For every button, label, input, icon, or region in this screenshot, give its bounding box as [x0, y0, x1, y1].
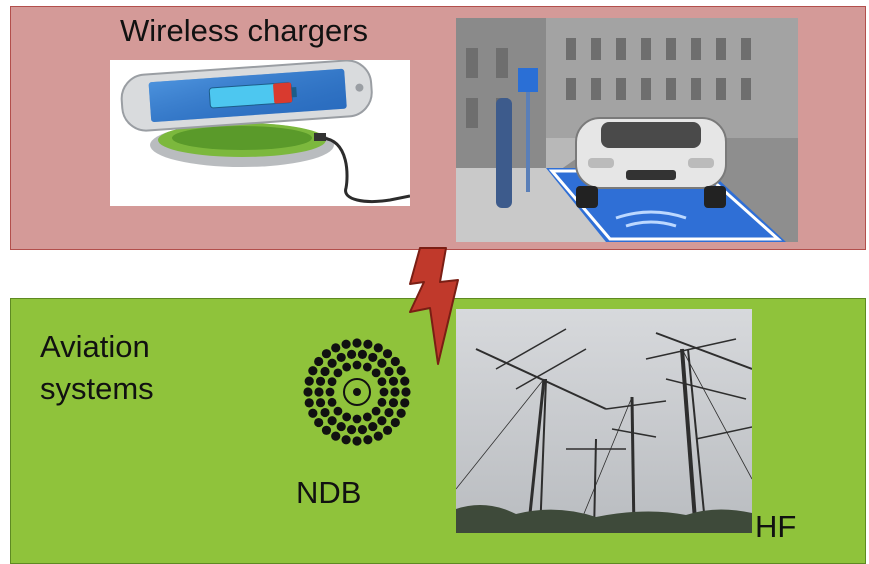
aviation-systems-title-line2: systems [40, 371, 154, 406]
aviation-systems-title-line1: Aviation [40, 329, 150, 364]
ndb-symbol-icon [302, 337, 412, 447]
lightning-bolt-icon [402, 246, 462, 366]
phone-charger-image [110, 60, 410, 206]
hf-label: HF [755, 509, 797, 544]
hf-antenna-image [456, 309, 752, 533]
ev-charging-image [456, 18, 798, 242]
wireless-chargers-title: Wireless chargers [120, 13, 369, 48]
ndb-label: NDB [296, 475, 362, 510]
